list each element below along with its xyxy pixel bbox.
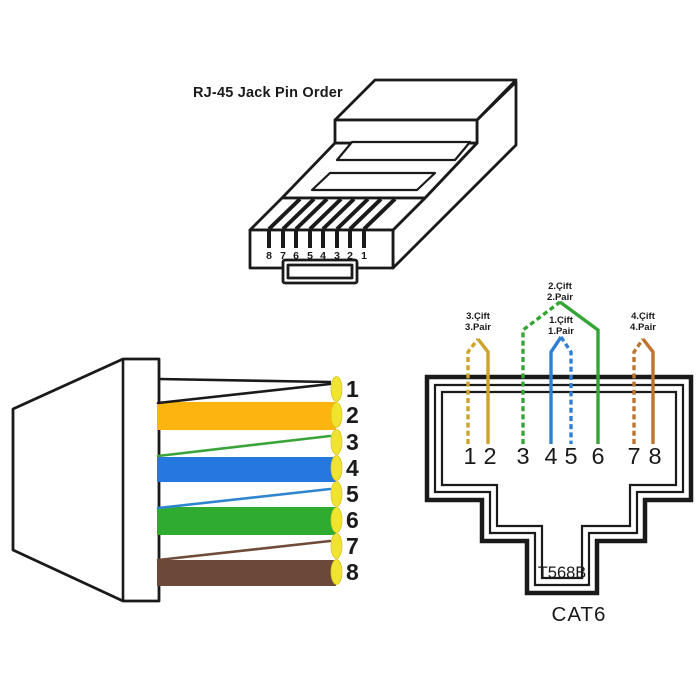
rj45-plug-isometric: RJ-45 Jack Pin Order 8 7 [193, 78, 518, 285]
plug-top-hole-upper [335, 140, 472, 162]
plug-wire-colors-diagram: 1 2 3 4 5 6 7 8 [11, 357, 359, 603]
jack-outline-inner [440, 390, 678, 580]
wire-pin8-brown [641, 337, 655, 444]
pin-number: 5 [346, 481, 359, 507]
jack-outline-outer [424, 374, 694, 596]
pin-number: 6 [346, 507, 359, 533]
wire-bar-pin4-blue [157, 457, 336, 482]
pin-number: 1 [463, 443, 476, 469]
pin-label: 6 [293, 250, 299, 262]
pin-label: 7 [280, 250, 286, 262]
plug-latch-front [333, 118, 479, 145]
pin-number: 5 [564, 443, 577, 469]
wire-pin6-green [558, 300, 600, 444]
pair2-label-line1: 2.Çift [548, 281, 573, 292]
wire-stripe-pin5-white-blue [156, 487, 332, 510]
wire-stripe-pin3-white-green [156, 434, 332, 458]
pin-number: 7 [346, 533, 359, 559]
pin-contact-7 [330, 533, 343, 559]
plug-pin-contacts-vertical [267, 230, 366, 248]
plug-pin-contacts-diagonal [267, 197, 397, 231]
standard-label: T568B [538, 564, 587, 582]
wire-stripe-pin1-white-orange [156, 382, 332, 405]
plug-pin-numbers: 8 7 6 5 4 3 2 1 [266, 250, 367, 262]
wire-pin7-white-brown [632, 338, 645, 444]
pin-contact-4 [330, 455, 343, 481]
pin-number: 8 [346, 559, 359, 585]
pin-label: 4 [320, 250, 326, 262]
pin-contact-2 [330, 402, 343, 428]
pair4-label-line1: 4.Çift [631, 311, 656, 322]
diagram-title: RJ-45 Jack Pin Order [193, 85, 343, 101]
plug-top-hole-lower [310, 171, 437, 192]
pin-number: 7 [627, 443, 640, 469]
pin-number: 2 [483, 443, 496, 469]
pin-number: 8 [648, 443, 661, 469]
pin-contact-3 [330, 429, 343, 455]
pin-label: 2 [347, 250, 353, 262]
pin-number: 4 [346, 455, 359, 481]
pin-label: 1 [361, 250, 367, 262]
pin-contact-1 [330, 376, 343, 402]
pair1-label-line1: 1.Çift [549, 315, 574, 326]
jack-pin-numbers: 1 2 3 4 5 6 7 8 [463, 443, 661, 469]
category-label: CAT6 [552, 603, 607, 626]
wire-pin2-orange [476, 337, 490, 444]
wire-top-edge-line [158, 377, 332, 384]
pin-label: 3 [334, 250, 340, 262]
pin-number: 6 [591, 443, 604, 469]
wire-pin5-white-blue [559, 336, 573, 444]
pin-contact-5 [330, 481, 343, 507]
wire-stripe-pin7-white-brown [156, 539, 332, 562]
wire-bar-pin8-brown [157, 560, 336, 586]
plug-body-outline [11, 357, 161, 603]
plug-pin-contacts [330, 376, 343, 585]
wire-pin4-blue [549, 336, 563, 444]
pin-label: 5 [307, 250, 313, 262]
jack-pinout-diagram: 3.Çift 3.Pair 2.Çift 2.Pair 1.Çift 1.Pai… [424, 281, 694, 626]
pin-contact-8 [330, 559, 343, 585]
pair2-label-line2: 2.Pair [547, 292, 573, 303]
pin-number: 2 [346, 402, 359, 428]
pin-number: 1 [346, 376, 359, 402]
wire-pin1-white-orange [466, 337, 480, 444]
pair3-label-line1: 3.Çift [466, 311, 491, 322]
wire-bar-pin6-green [157, 507, 336, 535]
pair4-label-line2: 4.Pair [630, 322, 656, 333]
jack-outline-middle [433, 383, 685, 587]
pin-label: 8 [266, 250, 272, 262]
plug-wire-pin-numbers: 1 2 3 4 5 6 7 8 [346, 376, 359, 585]
pin-number: 3 [516, 443, 529, 469]
pair3-label-line2: 3.Pair [465, 322, 491, 333]
pair-labels: 3.Çift 3.Pair 2.Çift 2.Pair 1.Çift 1.Pai… [465, 281, 656, 337]
pin-number: 4 [544, 443, 557, 469]
pin-number: 3 [346, 429, 359, 455]
pin-contact-6 [330, 507, 343, 533]
plug-bottom-tab-inner [286, 263, 354, 280]
wire-bar-pin2-orange [157, 402, 336, 430]
pair1-label-line2: 1.Pair [548, 326, 574, 337]
